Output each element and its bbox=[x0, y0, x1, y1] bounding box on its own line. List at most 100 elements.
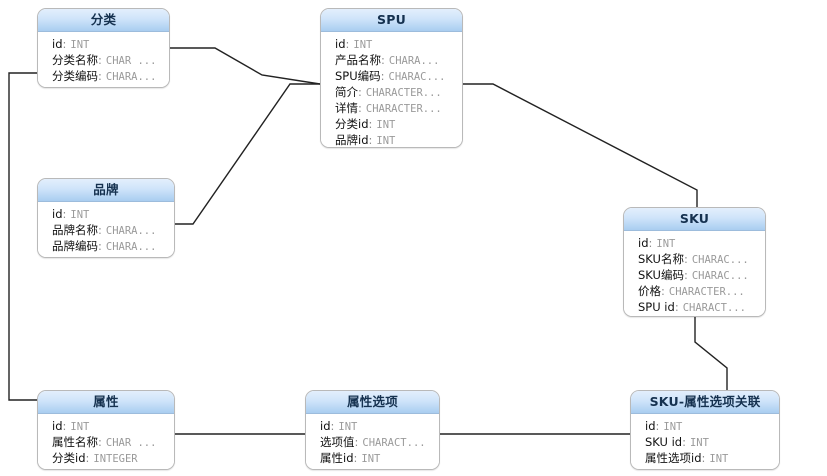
entity-title-sku: SKU bbox=[624, 208, 765, 231]
field-separator: : bbox=[674, 300, 679, 314]
field-separator: : bbox=[62, 207, 67, 221]
field-separator: : bbox=[358, 101, 362, 115]
field-type: CHARAC... bbox=[691, 270, 749, 282]
entity-field-row: 分类id:INTEGER bbox=[38, 450, 174, 466]
entity-field-row: 产品名称:CHARA... bbox=[321, 52, 462, 68]
field-name: SPU编码 bbox=[335, 69, 381, 83]
entity-field-row: id:INT bbox=[38, 206, 174, 222]
entity-field-row: 属性名称:CHAR ... bbox=[38, 434, 174, 450]
entity-title-attribute_option: 属性选项 bbox=[306, 391, 439, 414]
relationship-link-category-spu bbox=[170, 47, 321, 85]
field-type: CHARACTER... bbox=[365, 87, 442, 99]
entity-field-row: SKU id:INT bbox=[631, 434, 779, 450]
entity-field-row: id:INT bbox=[306, 418, 439, 434]
field-separator: : bbox=[330, 419, 335, 433]
field-name: 价格 bbox=[638, 284, 661, 298]
relationship-link-brand-spu bbox=[175, 83, 320, 225]
field-type: INTEGER bbox=[93, 453, 138, 465]
field-type: CHARAC... bbox=[388, 71, 446, 83]
field-separator: : bbox=[98, 223, 102, 237]
field-type: INT bbox=[353, 39, 373, 51]
field-separator: : bbox=[353, 451, 358, 465]
field-separator: : bbox=[98, 435, 102, 449]
field-separator: : bbox=[85, 451, 90, 465]
entity-field-row: id:INT bbox=[631, 418, 779, 434]
field-type: CHARA... bbox=[105, 225, 157, 237]
field-name: 分类id bbox=[52, 451, 86, 465]
field-separator: : bbox=[701, 451, 706, 465]
entity-field-row: id:INT bbox=[321, 36, 462, 52]
entity-field-row: 分类名称:CHAR ... bbox=[38, 52, 169, 68]
field-name: 分类编码 bbox=[52, 69, 98, 83]
field-type: CHARA... bbox=[105, 241, 157, 253]
field-type: INT bbox=[361, 453, 381, 465]
entity-field-row: id:INT bbox=[624, 235, 765, 251]
field-name: 品牌编码 bbox=[52, 239, 98, 253]
field-separator: : bbox=[62, 419, 67, 433]
field-name: 属性id bbox=[320, 451, 354, 465]
field-separator: : bbox=[683, 268, 688, 282]
field-name: SKU名称 bbox=[638, 252, 684, 266]
entity-title-brand: 品牌 bbox=[38, 179, 174, 202]
field-name: id bbox=[320, 419, 331, 433]
field-type: INT bbox=[70, 39, 90, 51]
field-name: id bbox=[645, 419, 656, 433]
field-name: id bbox=[52, 207, 63, 221]
field-separator: : bbox=[648, 236, 653, 250]
field-name: 属性选项id bbox=[645, 451, 702, 465]
field-name: 简介 bbox=[335, 85, 358, 99]
field-separator: : bbox=[358, 85, 362, 99]
field-name: 品牌名称 bbox=[52, 223, 98, 237]
field-name: id bbox=[52, 37, 63, 51]
entity-field-row: 品牌id:INT bbox=[321, 132, 462, 147]
entity-field-row: 分类编码:CHARA... bbox=[38, 68, 169, 84]
entity-title-category: 分类 bbox=[38, 9, 169, 32]
field-type: INT bbox=[663, 421, 683, 433]
field-separator: : bbox=[661, 284, 665, 298]
field-separator: : bbox=[368, 117, 373, 131]
entity-field-row: 属性选项id:INT bbox=[631, 450, 779, 466]
entity-field-row: id:INT bbox=[38, 36, 169, 52]
field-type: CHARACTER... bbox=[668, 286, 745, 298]
field-name: SKU编码 bbox=[638, 268, 684, 282]
field-separator: : bbox=[345, 37, 350, 51]
field-separator: : bbox=[354, 435, 359, 449]
entity-field-row: SPU编码:CHARAC... bbox=[321, 68, 462, 84]
field-type: INT bbox=[656, 238, 676, 250]
field-type: CHARACTER... bbox=[365, 103, 442, 115]
field-name: id bbox=[638, 236, 649, 250]
entity-title-spu: SPU bbox=[321, 9, 462, 32]
field-name: id bbox=[52, 419, 63, 433]
field-separator: : bbox=[683, 252, 688, 266]
field-type: INT bbox=[338, 421, 358, 433]
field-type: INT bbox=[70, 421, 90, 433]
field-separator: : bbox=[380, 69, 385, 83]
field-name: 属性名称 bbox=[52, 435, 98, 449]
field-separator: : bbox=[98, 53, 102, 67]
field-name: 产品名称 bbox=[335, 53, 381, 67]
field-name: 分类id bbox=[335, 117, 369, 131]
field-name: SKU id bbox=[645, 435, 683, 449]
field-separator: : bbox=[62, 37, 67, 51]
field-type: INT bbox=[70, 209, 90, 221]
field-name: 详情 bbox=[335, 101, 358, 115]
entity-field-row: 分类id:INT bbox=[321, 116, 462, 132]
entity-field-row: 简介:CHARACTER... bbox=[321, 84, 462, 100]
field-separator: : bbox=[98, 69, 102, 83]
field-type: CHARACT... bbox=[682, 302, 746, 314]
entity-field-row: 价格:CHARACTER... bbox=[624, 283, 765, 299]
field-name: 品牌id bbox=[335, 133, 369, 147]
